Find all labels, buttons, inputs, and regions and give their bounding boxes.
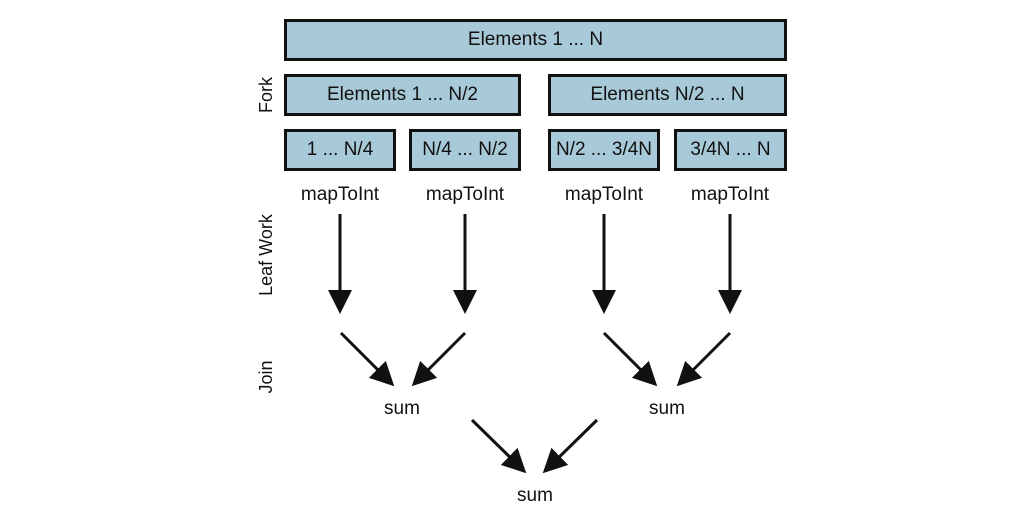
join-arrow bbox=[470, 418, 527, 474]
join-arrow bbox=[602, 331, 658, 387]
range-quarter-to-half-box: N/4 ... N/2 bbox=[409, 129, 521, 171]
range-1-to-quarter-box: 1 ... N/4 bbox=[284, 129, 396, 171]
sum-final-label: sum bbox=[517, 485, 553, 506]
elements-1-to-n-box: Elements 1 ... N bbox=[284, 19, 787, 61]
sum-right-label: sum bbox=[649, 398, 685, 419]
range-three-quarter-to-n-box: 3/4N ... N bbox=[674, 129, 787, 171]
leaf-op-label: mapToInt bbox=[690, 184, 770, 205]
join-arrow bbox=[339, 331, 395, 387]
elements-half-to-n-box: Elements N/2 ... N bbox=[548, 74, 787, 116]
leaf-op-label: mapToInt bbox=[425, 184, 505, 205]
leaf-op-label: mapToInt bbox=[564, 184, 644, 205]
sum-left-label: sum bbox=[384, 398, 420, 419]
elements-1-to-half-box: Elements 1 ... N/2 bbox=[284, 74, 521, 116]
leaf-op-label: mapToInt bbox=[300, 184, 380, 205]
join-arrow bbox=[542, 418, 599, 474]
join-arrow bbox=[676, 331, 732, 387]
join-arrow bbox=[411, 331, 467, 387]
range-half-to-three-quarter-box: N/2 ... 3/4N bbox=[548, 129, 660, 171]
